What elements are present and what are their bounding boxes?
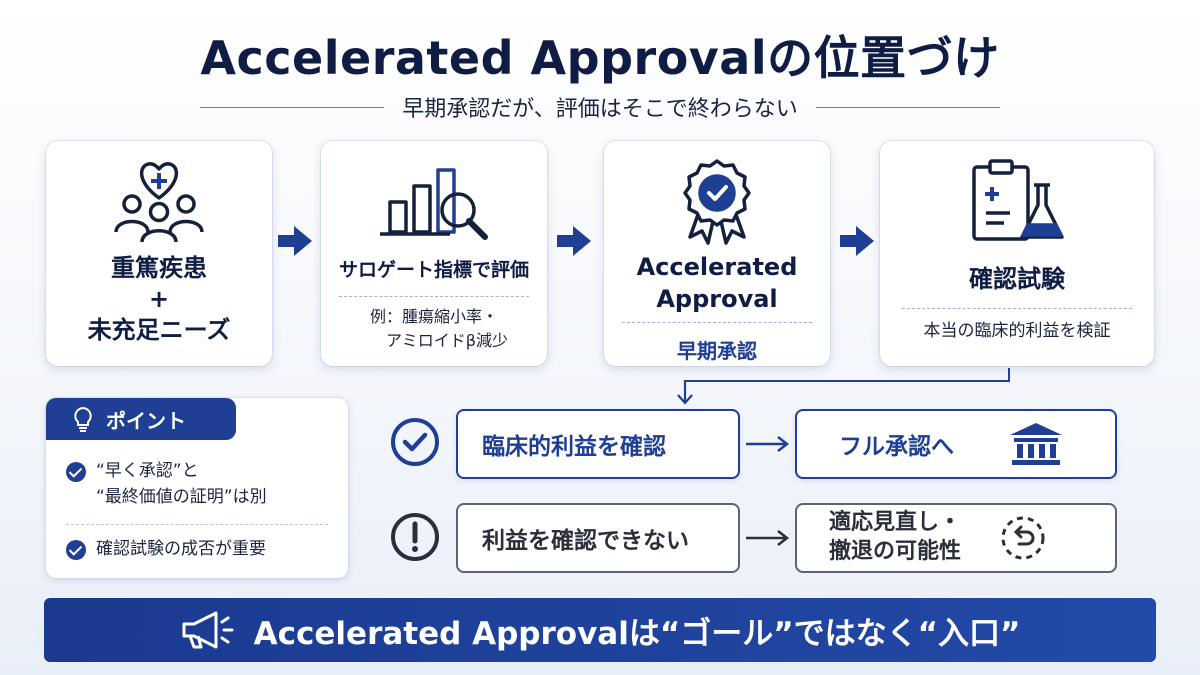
full-approval-label: フル承認へ	[839, 434, 954, 460]
step3-heading-line2: Approval	[656, 285, 778, 314]
points-header: ポイント	[46, 398, 236, 440]
indication-review-box: 適応見直し・ 撤退の可能性	[795, 503, 1117, 573]
step3-divider	[622, 321, 812, 323]
benefit-not-confirmed-box: 利益を確認できない	[456, 503, 740, 573]
points-divider	[66, 524, 328, 525]
connector-arrow	[677, 380, 693, 405]
step3-heading-line1: Accelerated	[636, 253, 798, 281]
point-1-line1: “早く承認”と	[96, 461, 199, 481]
megaphone-icon	[180, 610, 234, 650]
step4-heading: 確認試験	[969, 265, 1065, 293]
step2-note-line2: アミロイドβ減少	[386, 331, 508, 350]
point-item-1: “早く承認”と “最終価値の証明”は別	[66, 458, 267, 511]
page-title: Accelerated Approvalの位置づけ	[200, 31, 1000, 85]
point-2-text: 確認試験の成否が重要	[96, 539, 266, 559]
connector-line	[684, 368, 1010, 382]
step1-line1: 重篤疾患	[111, 254, 207, 282]
subtitle-row: 早期承認だが、評価はそこで終わらない	[200, 92, 1000, 122]
step-serious-disease: 重篤疾患 + 未充足ニーズ	[46, 141, 272, 366]
benefit-confirmed-box: 臨床的利益を確認	[456, 409, 740, 479]
check-bullet-icon	[66, 540, 86, 560]
point-item-2: 確認試験の成否が重要	[66, 536, 266, 562]
subtitle-divider-right	[815, 106, 1000, 108]
step-confirmatory-trial: 確認試験 本当の臨床的利益を検証	[880, 141, 1154, 366]
step2-heading: サロゲート指標で評価	[338, 259, 529, 281]
banner-text: Accelerated Approvalは“ゴール”ではなく“入口”	[253, 615, 1021, 652]
flow-arrow-1	[278, 226, 312, 256]
subtitle: 早期承認だが、評価はそこで終わらない	[402, 97, 798, 122]
points-panel: ポイント “早く承認”と “最終価値の証明”は別 確認試験の成否が重要	[46, 398, 348, 578]
full-approval-box: フル承認へ	[795, 409, 1117, 479]
check-circle-icon	[391, 418, 439, 466]
check-bullet-icon	[66, 462, 86, 482]
subtitle-divider-left	[200, 106, 385, 108]
step3-note: 早期承認	[677, 338, 757, 363]
bar-chart-magnifier-icon	[374, 157, 494, 245]
clipboard-flask-icon	[962, 157, 1072, 245]
heart-people-icon	[104, 157, 214, 245]
flow-arrow-2	[557, 226, 591, 256]
bank-building-icon	[1010, 423, 1062, 465]
arrow-to-full-approval	[746, 436, 790, 452]
flow-arrow-3	[840, 226, 874, 256]
step2-note-line1: 例：腫瘍縮小率・	[369, 307, 498, 326]
exclamation-circle-icon	[391, 513, 439, 561]
step1-line3: 未充足ニーズ	[87, 316, 231, 345]
step4-divider	[902, 308, 1132, 309]
withdrawal-line2: 撤退の可能性	[829, 539, 962, 564]
withdrawal-line1: 適応見直し・	[829, 510, 962, 536]
step4-note: 本当の臨床的利益を検証	[923, 321, 1111, 341]
points-header-label: ポイント	[106, 408, 186, 433]
approval-seal-icon	[672, 157, 762, 245]
step2-divider	[339, 296, 529, 297]
lightbulb-icon	[74, 406, 92, 432]
undo-cycle-icon	[1001, 516, 1045, 560]
step-accelerated-approval: Accelerated Approval 早期承認	[604, 141, 830, 366]
arrow-to-withdrawal	[746, 530, 790, 546]
key-message-banner: Accelerated Approvalは“ゴール”ではなく“入口”	[44, 598, 1156, 662]
point-1-line2: “最終価値の証明”は別	[96, 487, 267, 508]
step1-plus: +	[148, 285, 170, 314]
step-surrogate-endpoint: サロゲート指標で評価 例：腫瘍縮小率・ アミロイドβ減少	[321, 141, 547, 366]
